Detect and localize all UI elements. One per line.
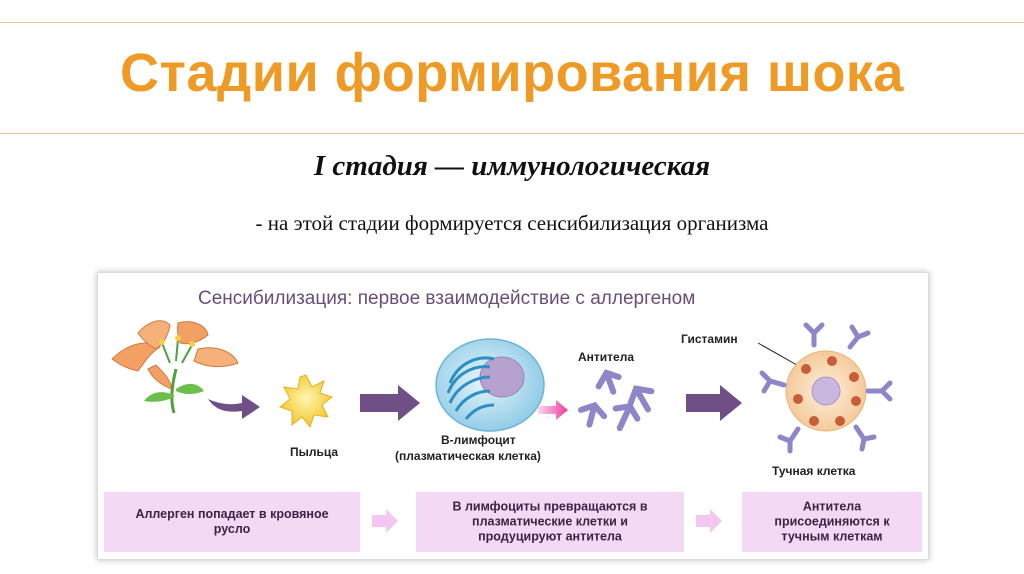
step-3-line-1: Антитела (803, 500, 862, 514)
step-1-line-2: русло (214, 522, 251, 536)
stage-description: - на этой стадии формируется сенсибилиза… (255, 211, 769, 235)
histamine-label: Гистамин (681, 332, 738, 346)
step-box-2-text: В лимфоциты превращаются вплазматические… (452, 500, 647, 544)
top-rule (0, 22, 1024, 23)
step-arrow-2 (696, 509, 722, 533)
mast-cell-label: Тучная клетка (772, 464, 856, 478)
b-cell-label: B-лимфоцит (441, 433, 516, 447)
b-lymphocyte-icon (435, 338, 545, 432)
step-box-2 (416, 492, 684, 552)
pollen-icon (278, 374, 334, 429)
flower-icon (111, 320, 239, 414)
stage-heading: I стадия — иммунологическая (313, 150, 711, 182)
antibodies-label: Антитела (578, 350, 634, 364)
step-box-3 (742, 492, 922, 552)
step-2-line-3: продуцируют антитела (478, 530, 623, 544)
step-2-line-1: В лимфоциты превращаются в (452, 500, 647, 514)
antibody-icon-group (577, 369, 655, 432)
arrow-pollen-to-bcell (360, 385, 420, 421)
mast-cell-icon (759, 322, 893, 454)
step-arrow-1 (372, 509, 398, 533)
step-box-1 (104, 492, 360, 552)
b-cell-sublabel: (плазматическая клетка) (395, 449, 541, 463)
pollen-label: Пыльца (290, 445, 338, 459)
title-underline (0, 133, 1024, 134)
arrow-antibodies-to-mastcell (686, 385, 742, 421)
arrow-bcell-to-antibodies (538, 400, 568, 420)
figure-title: Сенсибилизация: первое взаимодействие с … (198, 288, 695, 309)
arrow-flower-to-pollen (208, 395, 260, 419)
slide-title: Стадии формирования шока (120, 43, 904, 103)
step-1-line-1: Аллерген попадает в кровяное (135, 507, 328, 521)
step-3-line-2: присоединяются к (774, 515, 890, 529)
step-2-line-2: плазматические клетки и (472, 515, 628, 529)
step-3-line-3: тучным клеткам (781, 530, 882, 544)
figure-canvas: Сенсибилизация: первое взаимодействие с … (104, 288, 922, 552)
sensitization-figure: Сенсибилизация: первое взаимодействие с … (97, 272, 929, 560)
